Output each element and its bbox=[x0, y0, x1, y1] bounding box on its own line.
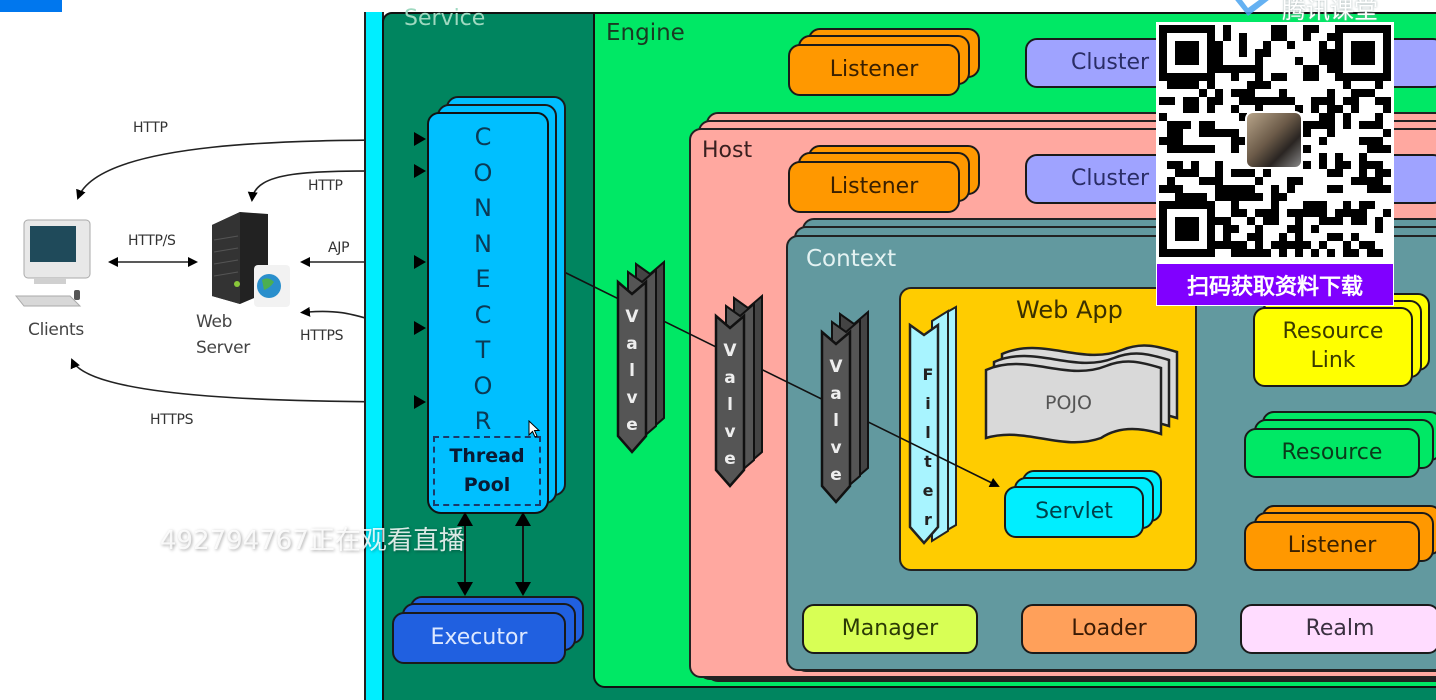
pojo-label: POJO bbox=[1045, 392, 1092, 414]
connector-letter: T bbox=[475, 336, 491, 364]
connector-letter: O bbox=[473, 158, 493, 187]
connector-letter: C bbox=[474, 300, 492, 329]
valve-letter: a bbox=[724, 368, 736, 388]
server-boundary bbox=[364, 12, 384, 700]
pipeline-line bbox=[548, 264, 1000, 487]
webserver-label-line1: Web bbox=[196, 312, 233, 332]
valve-letter: V bbox=[829, 357, 843, 377]
engine-listener: Listener bbox=[788, 44, 960, 96]
valve-letter: l bbox=[833, 411, 839, 431]
host-title: Host bbox=[702, 138, 753, 163]
webserver-label-line2: Server bbox=[196, 338, 250, 358]
label-https-bottom: HTTPS bbox=[150, 412, 194, 428]
valve-letter: e bbox=[626, 415, 638, 435]
service-title: Service bbox=[404, 6, 486, 31]
qr-code-pattern bbox=[1159, 25, 1391, 257]
live-viewer-watermark: 492794767正在观看直播 bbox=[160, 526, 465, 556]
resource: Resource bbox=[1244, 428, 1420, 478]
host-valve-shape bbox=[714, 293, 763, 488]
loader: Loader bbox=[1021, 604, 1197, 654]
valve-letter: v bbox=[830, 438, 842, 458]
valve-letter: a bbox=[626, 334, 638, 354]
clients-label: Clients bbox=[28, 320, 84, 340]
manager: Manager bbox=[802, 604, 978, 654]
servlet: Servlet bbox=[1004, 486, 1144, 538]
computer-icon bbox=[14, 219, 91, 307]
valve-letter: l bbox=[727, 395, 733, 415]
label-https-webserver: HTTPS bbox=[300, 328, 344, 344]
valve-letter: l bbox=[629, 361, 635, 381]
connector-letter: E bbox=[475, 265, 491, 293]
tencent-classroom-logo-icon bbox=[1235, 0, 1269, 16]
label-http-top: HTTP bbox=[133, 120, 168, 136]
valve-letter: e bbox=[830, 465, 842, 485]
context-valve-shape bbox=[820, 309, 869, 504]
valve-letter: a bbox=[830, 384, 842, 404]
pojo-shape bbox=[984, 344, 1179, 444]
connector-letter: R bbox=[474, 407, 492, 435]
connector-letter: N bbox=[474, 194, 492, 222]
qr-banner: 扫码获取资料下载 bbox=[1156, 263, 1394, 306]
brand-watermark: 腾讯课堂 bbox=[1282, 0, 1378, 24]
valve-letter: v bbox=[724, 422, 736, 442]
connector-letter: N bbox=[474, 229, 492, 258]
context-listener: Listener bbox=[1244, 521, 1420, 571]
valve-letter: V bbox=[723, 341, 737, 361]
webapp-title: Web App bbox=[1016, 296, 1123, 324]
engine-valve-shape bbox=[616, 259, 665, 454]
server-icon bbox=[212, 212, 290, 307]
valve-letter: e bbox=[724, 449, 736, 469]
connector bbox=[427, 112, 549, 514]
label-http-webserver: HTTP bbox=[308, 178, 343, 194]
executor-arrows bbox=[457, 512, 531, 596]
filter-letter: e bbox=[922, 481, 934, 500]
connector-letter: O bbox=[473, 371, 493, 400]
connector-letter: C bbox=[474, 123, 492, 151]
host-listener: Listener bbox=[788, 161, 960, 213]
top-tab-indicator bbox=[0, 0, 62, 12]
valve-letter: V bbox=[625, 307, 639, 327]
valve-letter: v bbox=[626, 388, 638, 408]
mouse-cursor-icon bbox=[528, 420, 541, 438]
label-ajp: AJP bbox=[328, 240, 350, 256]
filter-letter: r bbox=[924, 510, 932, 529]
qr-center-avatar bbox=[1245, 111, 1303, 169]
label-http-s: HTTP/S bbox=[128, 233, 176, 249]
engine-title: Engine bbox=[606, 20, 685, 46]
executor: Executor bbox=[392, 612, 566, 664]
realm: Realm bbox=[1240, 604, 1436, 654]
